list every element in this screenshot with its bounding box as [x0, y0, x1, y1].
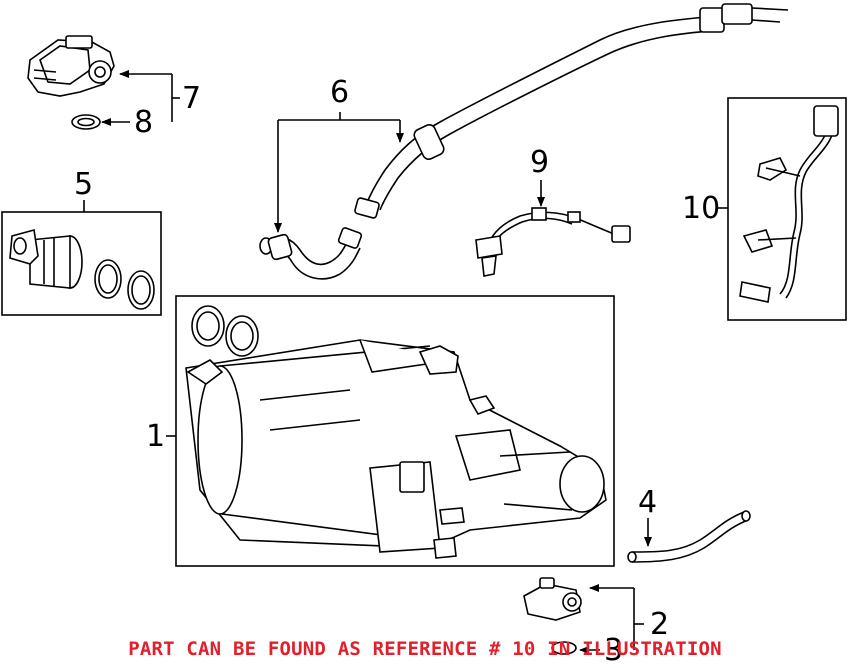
sensor-part-7 [27, 35, 115, 97]
callout-2: 2 [650, 607, 670, 642]
leader-2-3 [579, 584, 644, 654]
callout-9: 9 [530, 145, 550, 180]
sensor-part-2 [523, 577, 582, 621]
leader-6 [274, 112, 404, 233]
seal-rings-part-5 [94, 259, 155, 310]
o-rings-part-1 [191, 305, 259, 357]
washer-part-3 [551, 641, 577, 655]
callout-6: 6 [330, 75, 350, 110]
reference-notice: PART CAN BE FOUND AS REFERENCE # 10 IN I… [128, 638, 722, 660]
frame-part-1 [175, 295, 615, 567]
leader-7-8 [101, 70, 180, 126]
callout-3: 3 [604, 633, 624, 668]
callout-5: 5 [74, 167, 94, 202]
callout-4: 4 [638, 485, 658, 520]
callout-10: 10 [682, 191, 721, 226]
hose-part-6 [259, 3, 789, 280]
frame-part-5 [1, 211, 162, 316]
callout-1: 1 [146, 419, 166, 454]
callout-7: 7 [182, 81, 202, 116]
callout-8: 8 [134, 105, 154, 140]
hose-part-4 [627, 510, 751, 563]
sensor-harness-part-9 [475, 207, 631, 277]
frame-part-10 [727, 97, 847, 321]
wiring-part-10 [739, 105, 839, 303]
canister-part-1 [185, 339, 607, 559]
washer-part-8 [71, 114, 101, 130]
pump-part-5 [9, 228, 83, 289]
